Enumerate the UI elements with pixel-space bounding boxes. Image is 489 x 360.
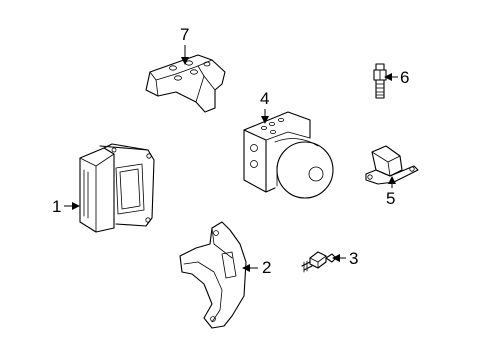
callout-7: 7	[180, 25, 189, 65]
part-1-control-module	[79, 143, 155, 233]
callout-label-4: 4	[260, 89, 269, 108]
part-2-lower-bracket	[179, 221, 247, 329]
part-5-sensor	[365, 145, 419, 185]
callout-5: 5	[386, 176, 396, 208]
callout-6: 6	[384, 68, 409, 87]
callout-1: 1	[52, 197, 80, 216]
callout-label-7: 7	[180, 25, 189, 44]
part-3-bolt	[301, 251, 337, 273]
part-7-bracket	[145, 54, 226, 113]
part-6-stud	[373, 63, 387, 99]
callout-2: 2	[242, 258, 271, 277]
callout-4: 4	[260, 89, 269, 124]
callout-label-3: 3	[349, 249, 358, 268]
callout-3: 3	[332, 249, 358, 268]
callout-label-5: 5	[386, 189, 395, 208]
part-4-abs-modulator	[243, 111, 334, 199]
callout-label-6: 6	[400, 68, 409, 87]
callout-label-1: 1	[52, 197, 61, 216]
callout-label-2: 2	[262, 258, 271, 277]
